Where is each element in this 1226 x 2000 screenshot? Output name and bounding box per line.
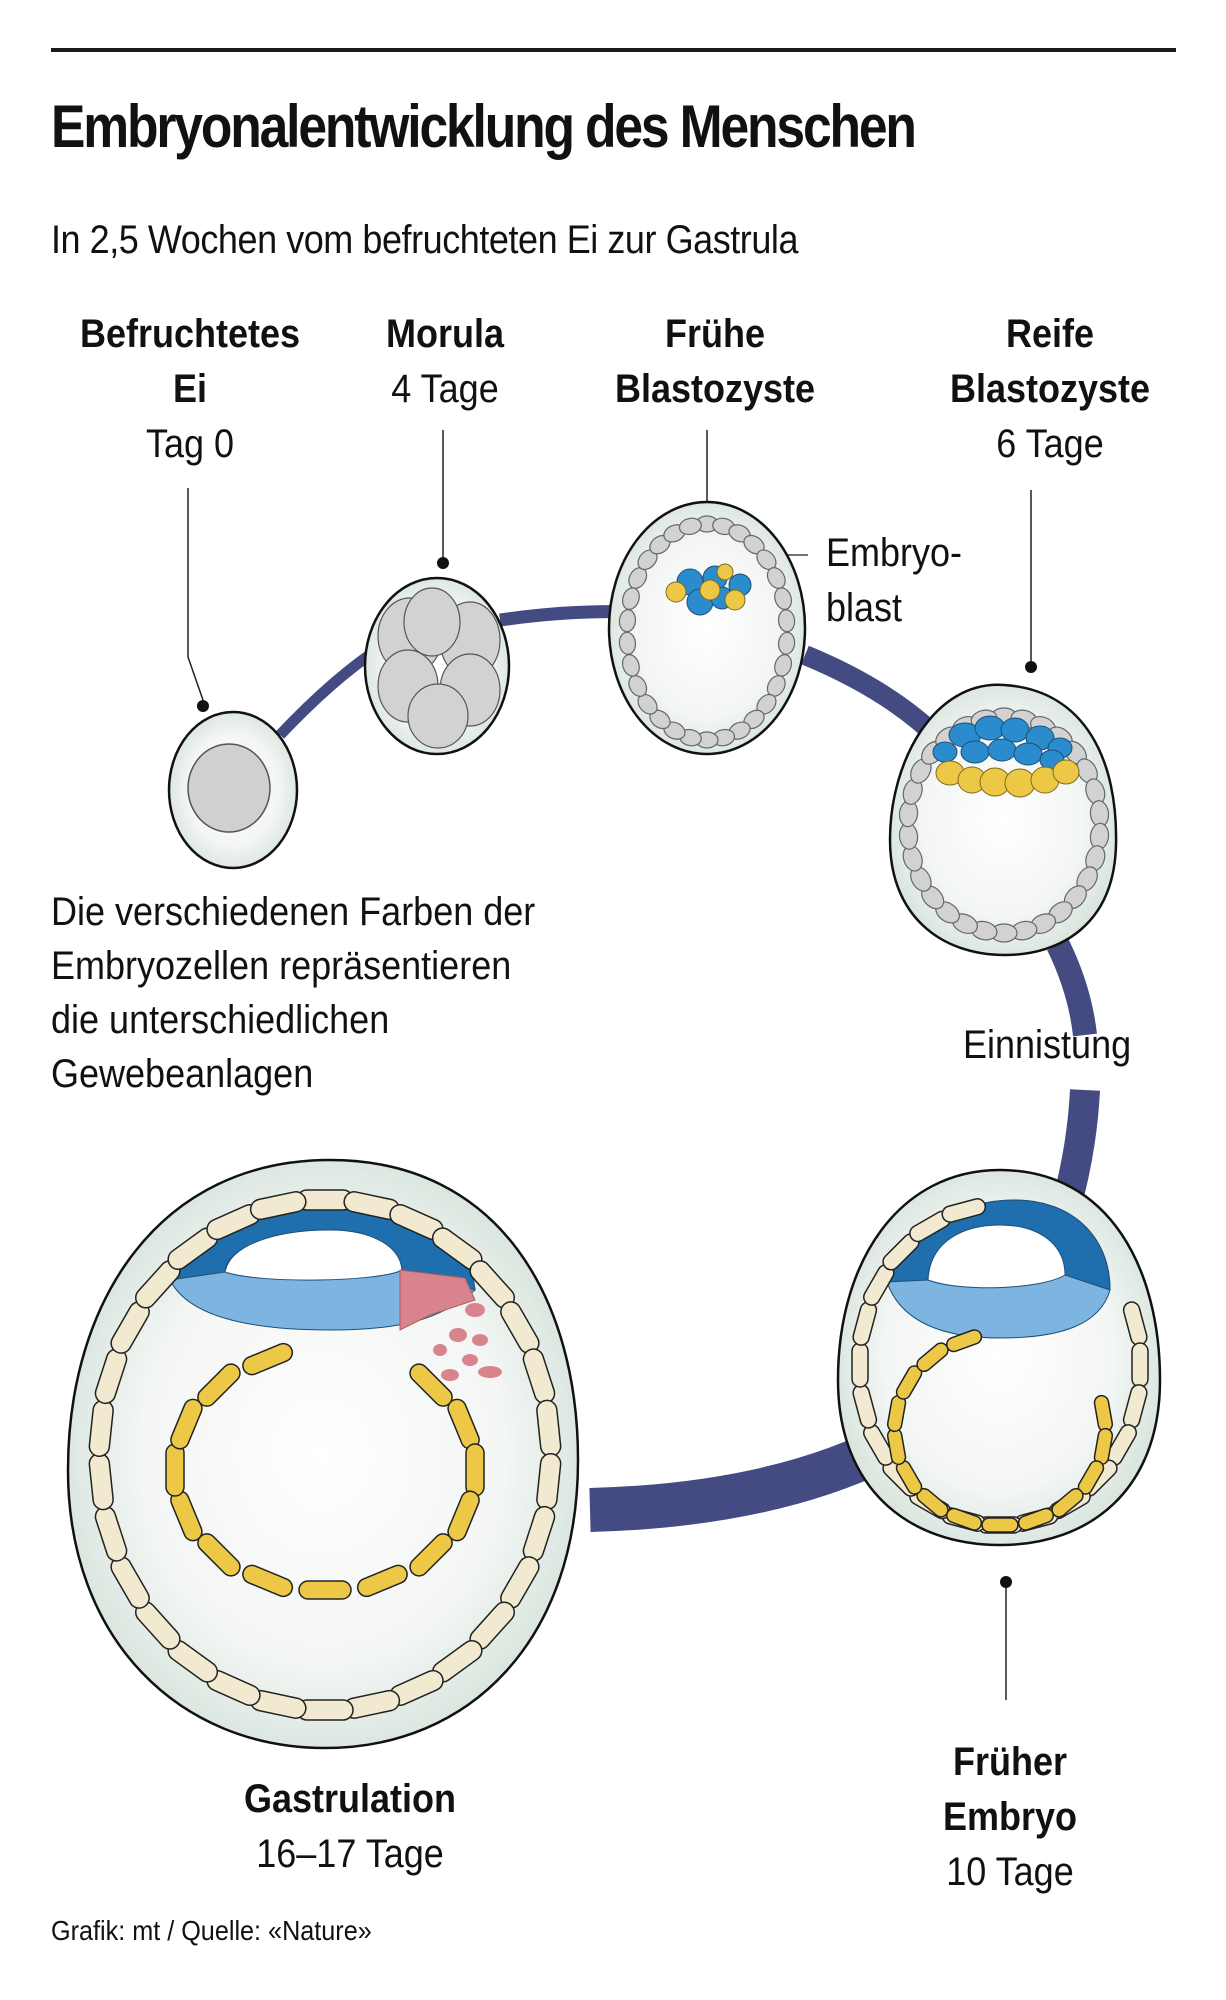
stage-name: Frühe (664, 312, 766, 356)
pointer-dot (197, 700, 209, 712)
cell-segment (1131, 1342, 1149, 1388)
stage-label-morula: Morula 4 Tage (351, 307, 540, 417)
pointer-dot (437, 557, 449, 569)
cell-segment (249, 1191, 307, 1221)
cell-segment (197, 1363, 241, 1407)
cell-segment (242, 1342, 294, 1376)
stage-name: Morula (385, 312, 505, 356)
stage-name: Blastozyste (614, 367, 816, 411)
stage-label-frueher-embryo: Früher Embryo 10 Tage (884, 1735, 1136, 1900)
cell-segment (618, 631, 637, 655)
cell-segment (409, 1533, 453, 1577)
cell-segment (298, 1580, 352, 1600)
annotation-line: Embryo- (826, 531, 963, 575)
stage-name: Befruchtetes (79, 312, 301, 356)
pointer-dot (1025, 661, 1037, 673)
stage-name: Ei (172, 367, 208, 411)
cell-segment (621, 654, 640, 677)
cell-segment (774, 587, 793, 610)
note-line: Die verschiedenen Farben der (51, 890, 536, 934)
note-line: Embryozellen repräsentieren (51, 944, 512, 988)
cell-segment (170, 1398, 203, 1450)
cell-befruchtetes-ei (167, 710, 299, 870)
cell-segment (678, 517, 702, 536)
embryoblast-annotation: Embryo- blast (826, 526, 962, 636)
cell-segment (851, 1342, 869, 1388)
cell-segment (465, 1443, 485, 1497)
annotation-line: blast (826, 586, 903, 630)
stage-label-reife-blastozyste: Reife Blastozyste 6 Tage (915, 307, 1185, 472)
pointer-dot (1000, 1576, 1012, 1588)
stage-name: Früher (952, 1740, 1068, 1784)
stage-label-fruehe-blastozyste: Frühe Blastozyste (585, 307, 846, 417)
page-subtitle: In 2,5 Wochen vom befruchteten Ei zur Ga… (51, 218, 799, 262)
cell-segment (941, 1198, 987, 1223)
stage-name: Blastozyste (949, 367, 1151, 411)
cell-segment (1017, 1507, 1054, 1531)
cell-gastrulation (66, 1158, 580, 1750)
stage-time: 10 Tage (946, 1850, 1074, 1894)
page-title: Embryonalentwicklung des Menschen (51, 93, 917, 160)
einnistung-label: Einnistung (963, 1023, 1132, 1067)
stage-time: Tag 0 (145, 422, 235, 466)
stage-label-befruchtetes-ei: Befruchtetes Ei Tag 0 (55, 307, 325, 472)
stage-label-gastrulation: Gastrulation 16–17 Tage (215, 1772, 485, 1882)
stage-name: Gastrulation (243, 1777, 457, 1821)
cell-fruehe-blastozyste (607, 500, 807, 756)
note-line: die unterschiedlichen (51, 998, 390, 1042)
cell-frueher-embryo (836, 1168, 1162, 1547)
cell-segment (946, 1329, 983, 1353)
color-explanation-note: Die verschiedenen Farben der Embryozelle… (51, 885, 535, 1101)
stage-time: 16–17 Tage (256, 1832, 444, 1876)
cell-segment (981, 1517, 1019, 1533)
cell-segment (242, 1564, 294, 1598)
stage-name: Embryo (942, 1795, 1078, 1839)
stage-time: 6 Tage (996, 422, 1104, 466)
cell-segment (777, 609, 796, 633)
cell-segment (165, 1443, 185, 1497)
stage-time: 4 Tage (391, 367, 499, 411)
stage-name: Reife (1005, 312, 1095, 356)
note-line: Gewebeanlagen (51, 1052, 314, 1096)
top-rule (51, 48, 1176, 52)
cell-reife-blastozyste (888, 683, 1118, 957)
cell-morula (363, 576, 511, 756)
cell-segment (447, 1490, 480, 1542)
cell-segment (356, 1564, 408, 1598)
source-credit: Grafik: mt / Quelle: «Nature» (51, 1915, 372, 1946)
